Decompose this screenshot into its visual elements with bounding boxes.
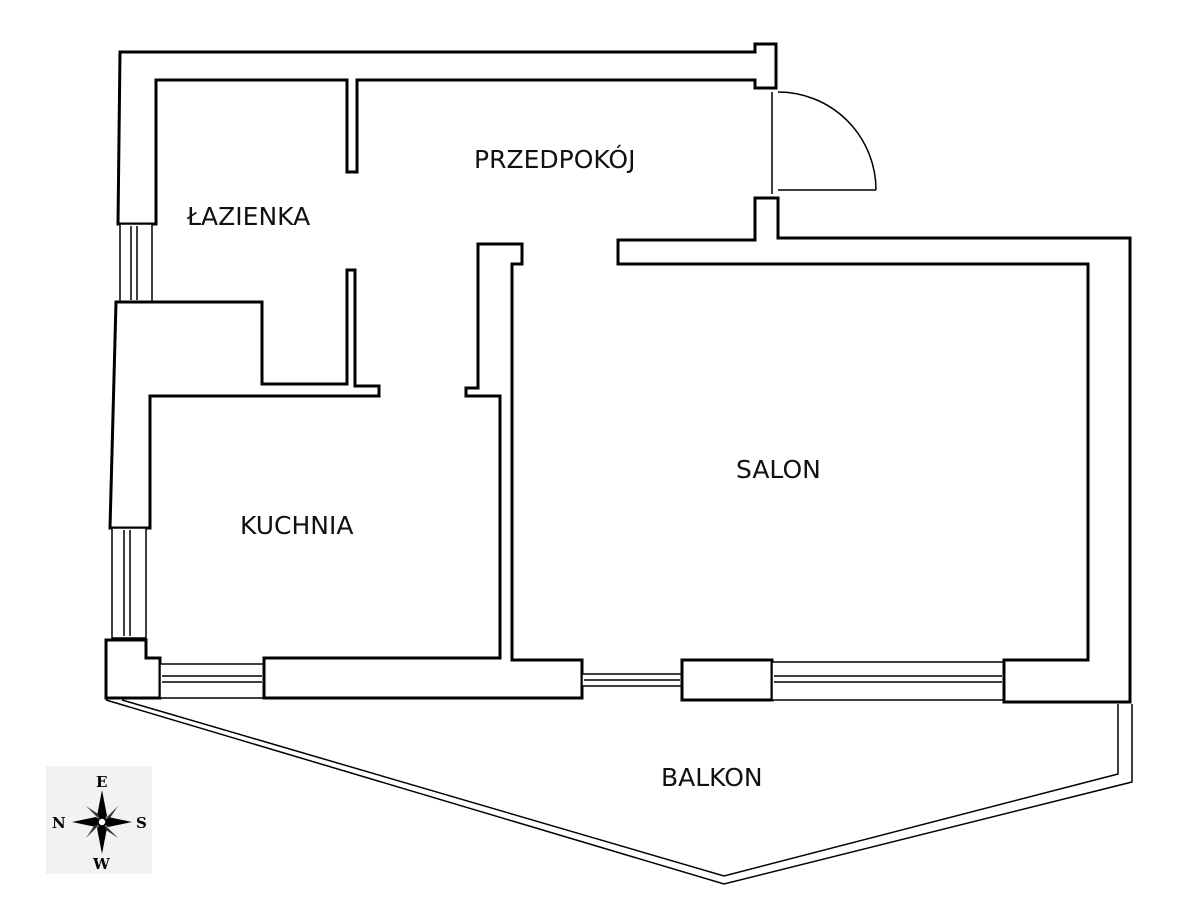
compass-west: W [92,855,111,873]
label-kuchnia: KUCHNIA [240,511,353,540]
label-balkon: BALKON [661,763,763,792]
door-entrance [771,91,877,194]
wall-left-middle [108,268,381,530]
label-salon: SALON [736,455,821,484]
compass-north: N [52,814,66,832]
label-lazienka: ŁAZIENKA [186,202,310,231]
wall-top [116,42,778,226]
wall-right [616,196,1132,704]
label-przedpokoj: PRZEDPOKÓJ [474,144,635,174]
window-kuchnia [111,527,147,639]
compass-east: E [96,773,107,791]
window-kuchnia-bottom [159,663,265,699]
compass-rose-icon: E N S W [46,766,152,874]
wall-pillar-bottom [680,658,774,702]
window-lazienka [119,223,153,303]
balcony-outline [105,699,1133,885]
wall-corner-bottom-left [104,638,162,700]
window-balcony-door [581,673,683,687]
window-salon [771,661,1005,701]
compass-south: S [136,814,147,832]
wall-bottom-center [262,242,584,700]
